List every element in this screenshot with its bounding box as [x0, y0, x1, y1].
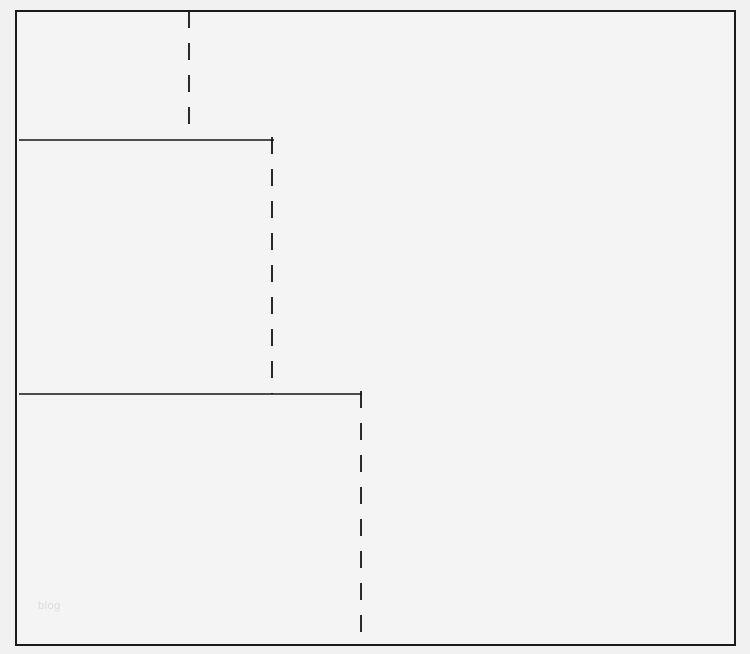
page-border [15, 10, 736, 646]
watermark-text: blog [38, 600, 61, 612]
fold-lines-group [19, 11, 362, 645]
